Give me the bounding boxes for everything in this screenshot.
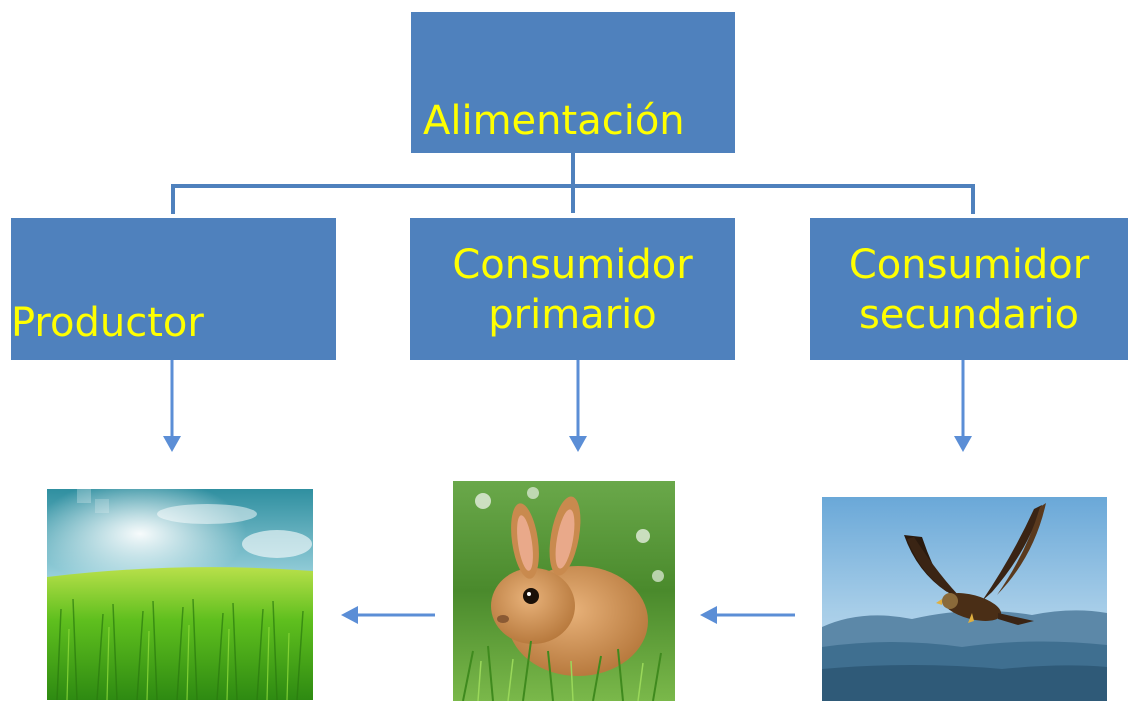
left-arrow-eagle-to-rabbit xyxy=(700,606,795,624)
down-arrow-consumidor-primario xyxy=(569,360,587,452)
rabbit-image xyxy=(453,481,675,701)
node-consumidor-primario-line2: primario xyxy=(488,292,657,338)
down-arrow-consumidor-secundario xyxy=(954,360,972,452)
grass-field-image xyxy=(47,489,313,700)
eagle-image xyxy=(822,497,1107,701)
tree-connector xyxy=(171,153,975,214)
node-consumidor-secundario-line1: Consumidor xyxy=(848,242,1090,288)
node-productor: Productor xyxy=(11,218,336,360)
down-arrow-productor xyxy=(163,360,181,452)
root-node-label: Alimentación xyxy=(423,98,685,144)
left-arrow-rabbit-to-grass xyxy=(341,606,435,624)
node-consumidor-secundario-line2: secundario xyxy=(858,292,1080,338)
root-node-alimentacion: Alimentación xyxy=(411,12,735,153)
node-productor-label: Productor xyxy=(11,300,204,346)
node-consumidor-primario-line1: Consumidor xyxy=(452,242,693,288)
node-consumidor-primario: Consumidor primario xyxy=(410,218,735,360)
node-consumidor-secundario: Consumidor secundario xyxy=(810,218,1128,360)
